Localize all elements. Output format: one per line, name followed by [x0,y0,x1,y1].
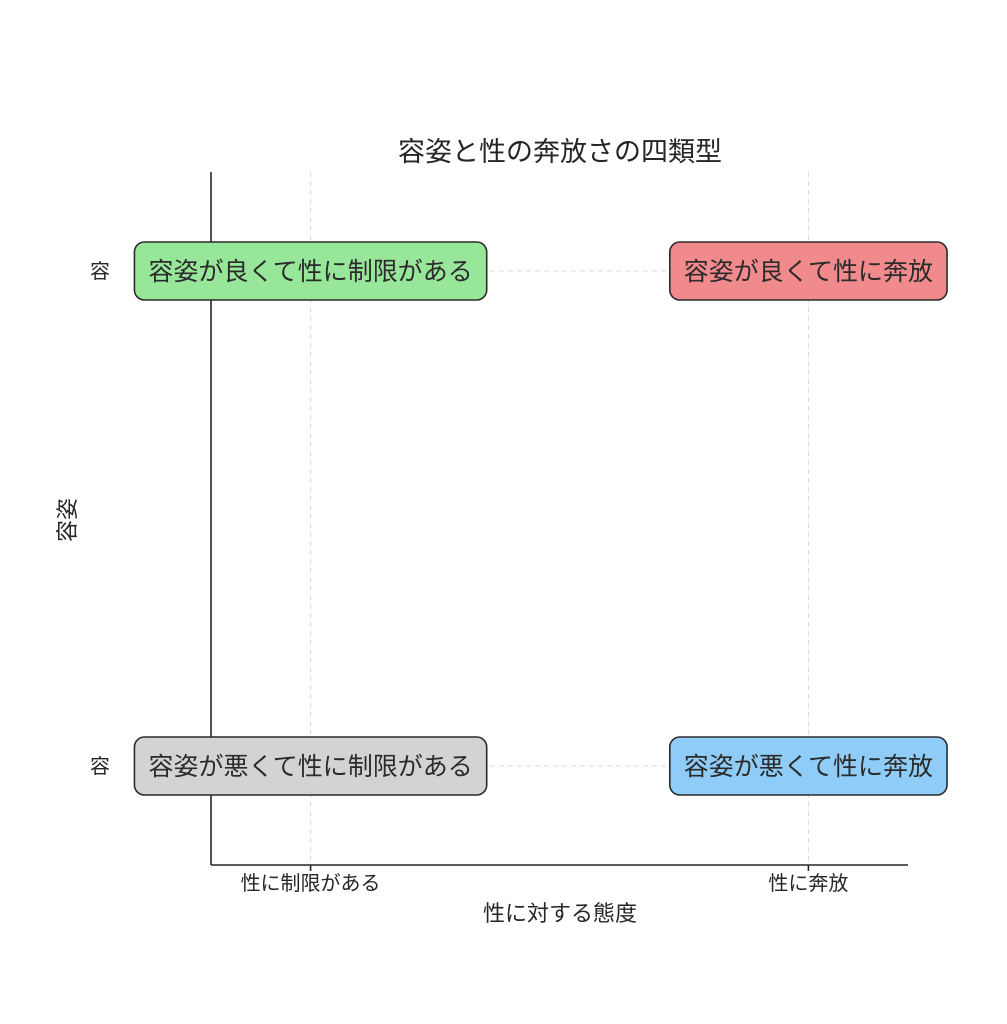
chart-title: 容姿と性の奔放さの四類型 [398,137,722,168]
x-tick-label: 性に奔放 [768,871,848,895]
quadrant-box-label: 容姿が良くて性に奔放 [684,257,933,286]
quadrant-box: 容姿が良くて性に奔放 [668,241,948,301]
quadrant-box-label: 容姿が悪くて性に制限がある [148,752,472,781]
y-axis-label: 容姿 [56,498,81,542]
tick-labels: 性に制限がある性に奔放容容 [90,259,848,895]
y-tick-label: 容 [90,754,110,778]
quadrant-box: 容姿が良くて性に制限がある [133,241,488,301]
quadrant-box-bg [133,241,488,301]
x-tick-label: 性に制限がある [241,871,381,895]
x-axis-label: 性に対する態度 [483,902,637,927]
quadrant-box-label: 容姿が良くて性に制限がある [148,257,472,286]
quadrant-box-label: 容姿が悪くて性に奔放 [684,752,933,781]
quadrant-box: 容姿が悪くて性に制限がある [133,736,488,796]
quadrant-box-bg [133,736,488,796]
quadrant-box-bg [668,241,948,301]
quadrant-box: 容姿が悪くて性に奔放 [668,736,948,796]
quadrant-box-bg [668,736,948,796]
y-tick-label: 容 [90,259,110,283]
